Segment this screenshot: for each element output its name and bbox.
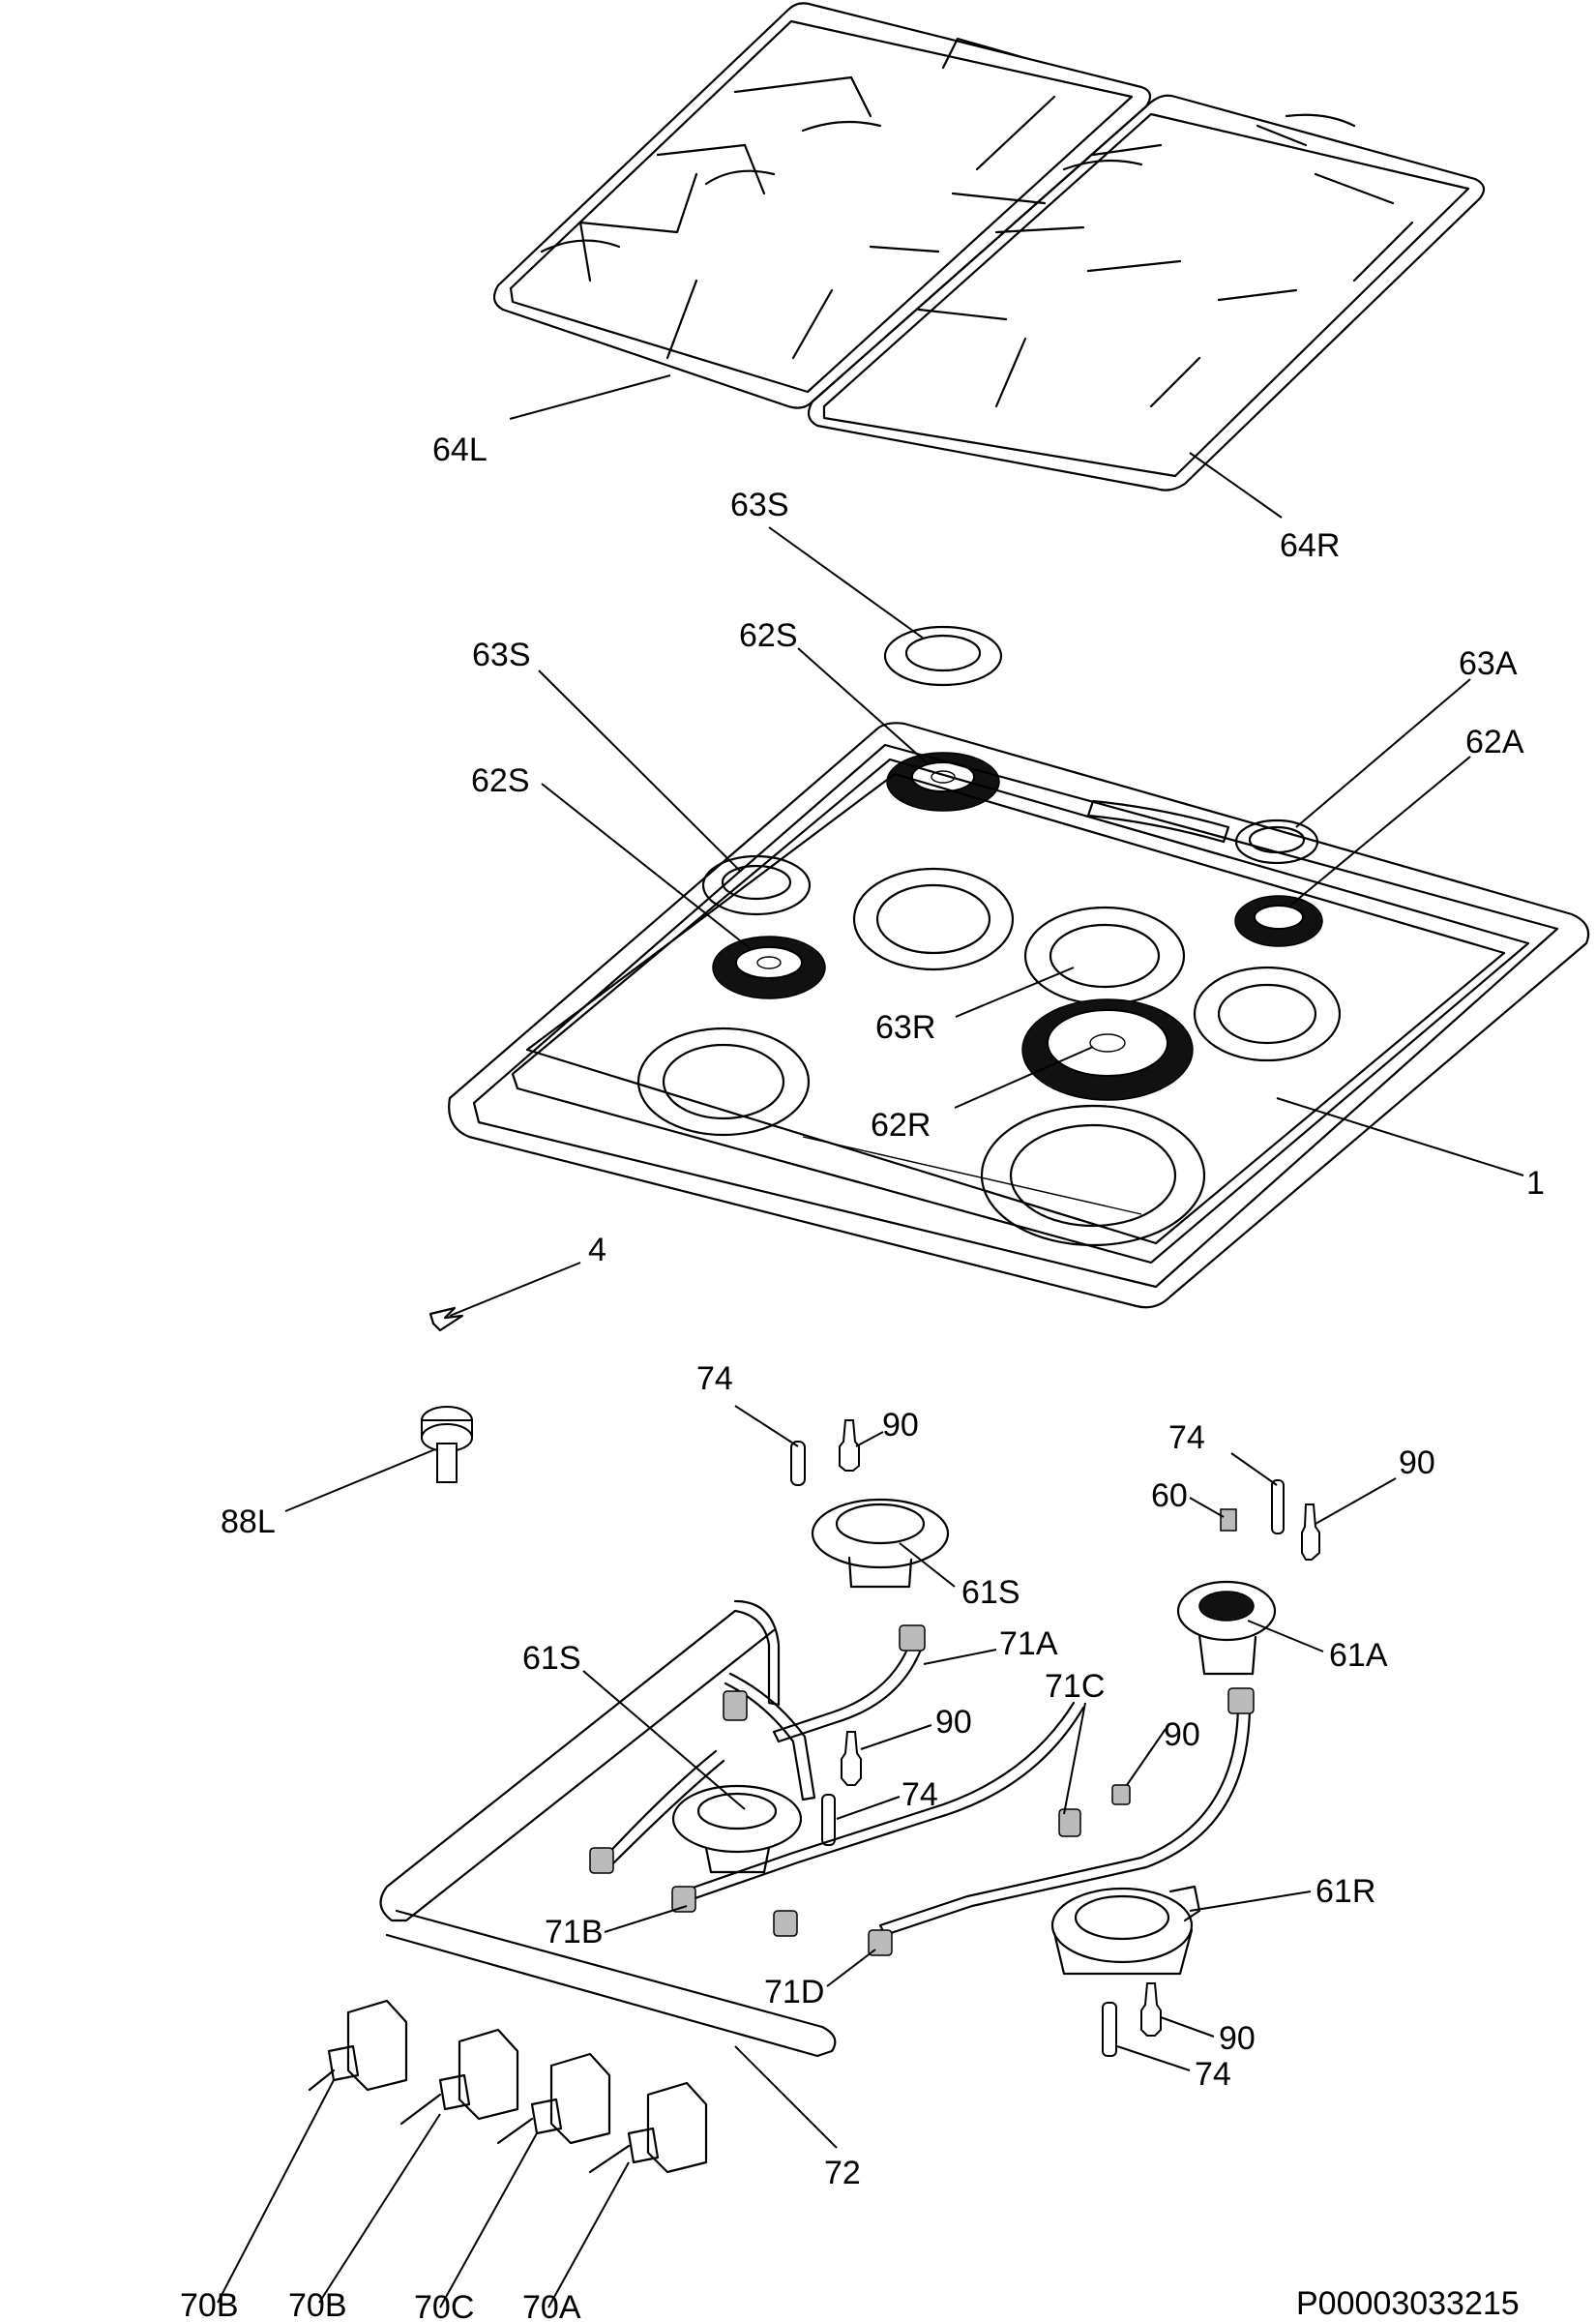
spark-plug-90-top	[839, 1419, 860, 1472]
electrode-74-mid	[821, 1794, 836, 1846]
burner-cap-63a	[1234, 819, 1319, 865]
burner-head-62s-left	[712, 936, 826, 999]
label-90-nut: 90	[1164, 1716, 1200, 1753]
gas-tap-70b-1	[308, 1999, 408, 2092]
label-63r: 63R	[875, 1009, 935, 1046]
label-71d: 71D	[764, 1974, 824, 2010]
label-90-mid: 90	[935, 1704, 972, 1741]
label-71b: 71B	[545, 1914, 604, 1950]
label-62s-top: 62S	[739, 617, 798, 654]
label-61s-left: 61S	[522, 1640, 581, 1677]
label-70c: 70C	[414, 2289, 474, 2322]
leader-lines	[217, 374, 1524, 2308]
hob-top	[448, 722, 1590, 1309]
label-63s-top: 63S	[730, 487, 789, 523]
label-74-bottom: 74	[1195, 2056, 1231, 2093]
label-61a: 61A	[1329, 1637, 1388, 1674]
burner-head-62a	[1234, 895, 1323, 947]
burner-head-62r	[1021, 998, 1194, 1101]
pan-support-right	[807, 94, 1486, 491]
clip-part-4	[429, 1306, 464, 1332]
nut-60	[1220, 1508, 1237, 1532]
burner-base-61r	[1050, 1885, 1201, 1976]
label-60: 60	[1151, 1477, 1188, 1514]
spark-plug-90-right	[1301, 1503, 1320, 1561]
label-1: 1	[1526, 1165, 1545, 1202]
label-71c: 71C	[1045, 1668, 1105, 1705]
label-63a: 63A	[1459, 645, 1518, 682]
gas-tap-70b-2	[399, 2028, 519, 2126]
label-61s-top: 61S	[961, 1574, 1020, 1611]
pan-support-left	[492, 2, 1152, 409]
label-62a: 62A	[1465, 724, 1524, 760]
label-74-top: 74	[696, 1360, 733, 1397]
electrode-74-right	[1271, 1479, 1285, 1534]
label-61r: 61R	[1315, 1873, 1375, 1910]
label-90-right: 90	[1399, 1444, 1435, 1481]
label-71a: 71A	[999, 1625, 1058, 1662]
label-74-right: 74	[1168, 1419, 1205, 1456]
label-62r: 62R	[871, 1107, 931, 1144]
label-90-bottom: 90	[1219, 2020, 1256, 2057]
label-70a: 70A	[522, 2289, 581, 2322]
document-number: P00003033215	[1296, 2285, 1520, 2322]
gas-tap-70c	[496, 2052, 611, 2145]
spark-plug-90-mid	[841, 1731, 862, 1786]
label-72: 72	[824, 2155, 861, 2191]
burner-cap-63s-top	[883, 625, 1003, 687]
label-74-mid: 74	[901, 1776, 938, 1813]
electrode-74-top	[790, 1441, 806, 1486]
burner-base-61s-left	[671, 1784, 803, 1874]
pipe-fittings	[589, 1624, 1255, 1956]
label-63s-left: 63S	[472, 637, 531, 673]
spark-plug-90-bottom	[1140, 1982, 1162, 2037]
label-62s-left: 62S	[471, 762, 530, 799]
label-70b-2: 70B	[288, 2287, 347, 2322]
label-4: 4	[588, 1232, 606, 1268]
gas-tap-70a	[588, 2081, 708, 2174]
label-88l: 88L	[221, 1503, 276, 1540]
gas-inlet-connector-88l	[421, 1406, 473, 1483]
part-labels: 64L 64R 63S 63S 62S 62S 63A 62A 63R 62R …	[180, 432, 1545, 2322]
electrode-74-bottom	[1102, 2002, 1117, 2057]
label-70b-1: 70B	[180, 2287, 239, 2322]
burner-cap-63s-left	[701, 854, 812, 916]
burner-base-61s-top	[811, 1498, 950, 1589]
label-64l: 64L	[432, 432, 488, 468]
label-64r: 64R	[1280, 527, 1340, 564]
label-90-top: 90	[882, 1407, 919, 1444]
burner-base-61a	[1176, 1580, 1277, 1676]
